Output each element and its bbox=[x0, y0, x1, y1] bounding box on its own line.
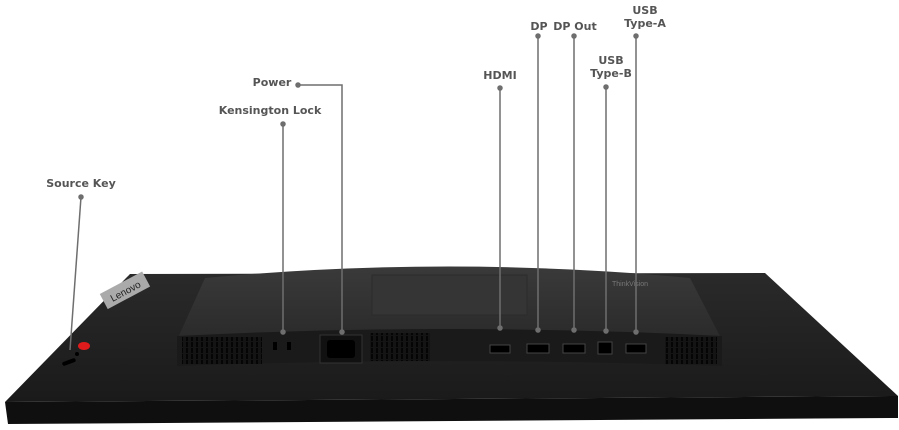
callout-source-key: Source Key bbox=[46, 177, 116, 190]
vent-left bbox=[182, 337, 262, 364]
indicator bbox=[75, 352, 79, 356]
callout-usb-type-a-line1: USB bbox=[632, 4, 658, 17]
dp-out-port[interactable] bbox=[562, 343, 586, 354]
callout-dp: DP bbox=[530, 20, 548, 33]
power-socket-inner bbox=[327, 340, 355, 358]
callout-usb-type-a: USB Type-A bbox=[624, 4, 666, 30]
monitor-panel-edge bbox=[5, 396, 898, 424]
callout-usb-type-b-line2: Type-B bbox=[590, 67, 632, 80]
thinkvision-badge: ThinkVision bbox=[612, 281, 648, 288]
callout-power: Power bbox=[252, 76, 292, 89]
callout-usb-type-b: USB Type-B bbox=[590, 54, 632, 80]
callout-usb-type-a-line2: Type-A bbox=[624, 17, 666, 30]
vent-mid bbox=[370, 333, 430, 361]
leader-lines bbox=[69, 33, 639, 351]
kensington-slot-2 bbox=[287, 342, 291, 350]
port-strip bbox=[177, 329, 722, 366]
source-key-button[interactable] bbox=[78, 342, 90, 350]
vent-right bbox=[665, 337, 717, 364]
usb-a-port[interactable] bbox=[625, 343, 647, 354]
callout-kensington-lock: Kensington Lock bbox=[218, 104, 322, 117]
vesa-plate bbox=[371, 274, 528, 316]
kensington-slot[interactable] bbox=[273, 342, 277, 350]
hdmi-port[interactable] bbox=[489, 344, 511, 354]
usb-b-port[interactable] bbox=[597, 341, 613, 355]
callout-usb-type-b-line1: USB bbox=[598, 54, 624, 67]
callout-dp-out: DP Out bbox=[553, 20, 597, 33]
callout-hdmi: HDMI bbox=[483, 69, 517, 82]
joystick bbox=[62, 358, 76, 366]
dp-port[interactable] bbox=[526, 343, 550, 354]
